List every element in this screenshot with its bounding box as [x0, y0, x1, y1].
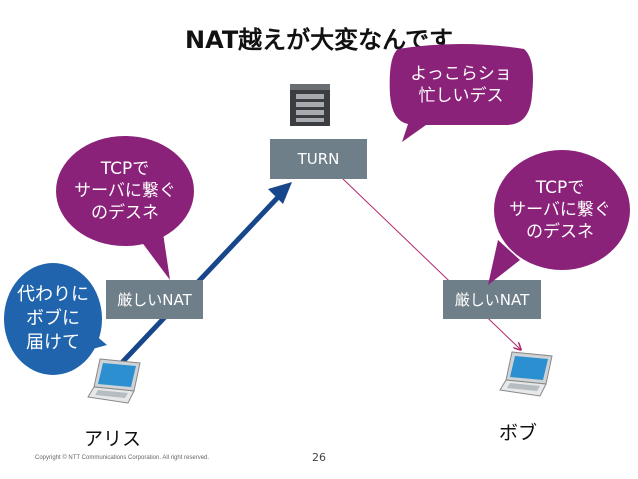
- laptop-icon: [499, 351, 553, 397]
- server-icon: [290, 84, 330, 126]
- nat-left-label: 厳しいNAT: [117, 291, 192, 309]
- left-nat-speech-text: TCPで サーバに繋ぐ のデスネ: [74, 159, 176, 223]
- laptop-icon: [87, 358, 141, 404]
- nat-left-box: 厳しいNAT: [106, 280, 203, 319]
- turn-speech-text: よっこらショ 忙しいデス: [410, 64, 512, 106]
- copyright-footer: Copyright © NTT Communications Corporati…: [35, 455, 210, 461]
- turn-speech-bubble: よっこらショ 忙しいデス: [386, 44, 536, 145]
- nat-right-label: 厳しいNAT: [454, 291, 530, 309]
- relay-line-to-bob: [341, 177, 520, 349]
- right-nat-speech-text: TCPで サーバに繋ぐ のデスネ: [509, 178, 611, 242]
- left-nat-speech-bubble: TCPで サーバに繋ぐ のデスネ: [55, 135, 195, 285]
- turn-label: TURN: [297, 150, 340, 168]
- bob-label: ボブ: [499, 422, 538, 444]
- alice-label: アリス: [84, 428, 142, 450]
- alice-speech-bubble: 代わりに ボブに 届けて: [3, 263, 111, 375]
- alice-speech-text: 代わりに ボブに 届けて: [17, 284, 89, 353]
- nat-right-box: 厳しいNAT: [443, 280, 541, 319]
- relay-arrowhead: [268, 182, 292, 204]
- turn-server-box: TURN: [270, 139, 367, 179]
- page-number: 26: [312, 451, 326, 464]
- right-nat-speech-bubble: TCPで サーバに繋ぐ のデスネ: [488, 150, 630, 290]
